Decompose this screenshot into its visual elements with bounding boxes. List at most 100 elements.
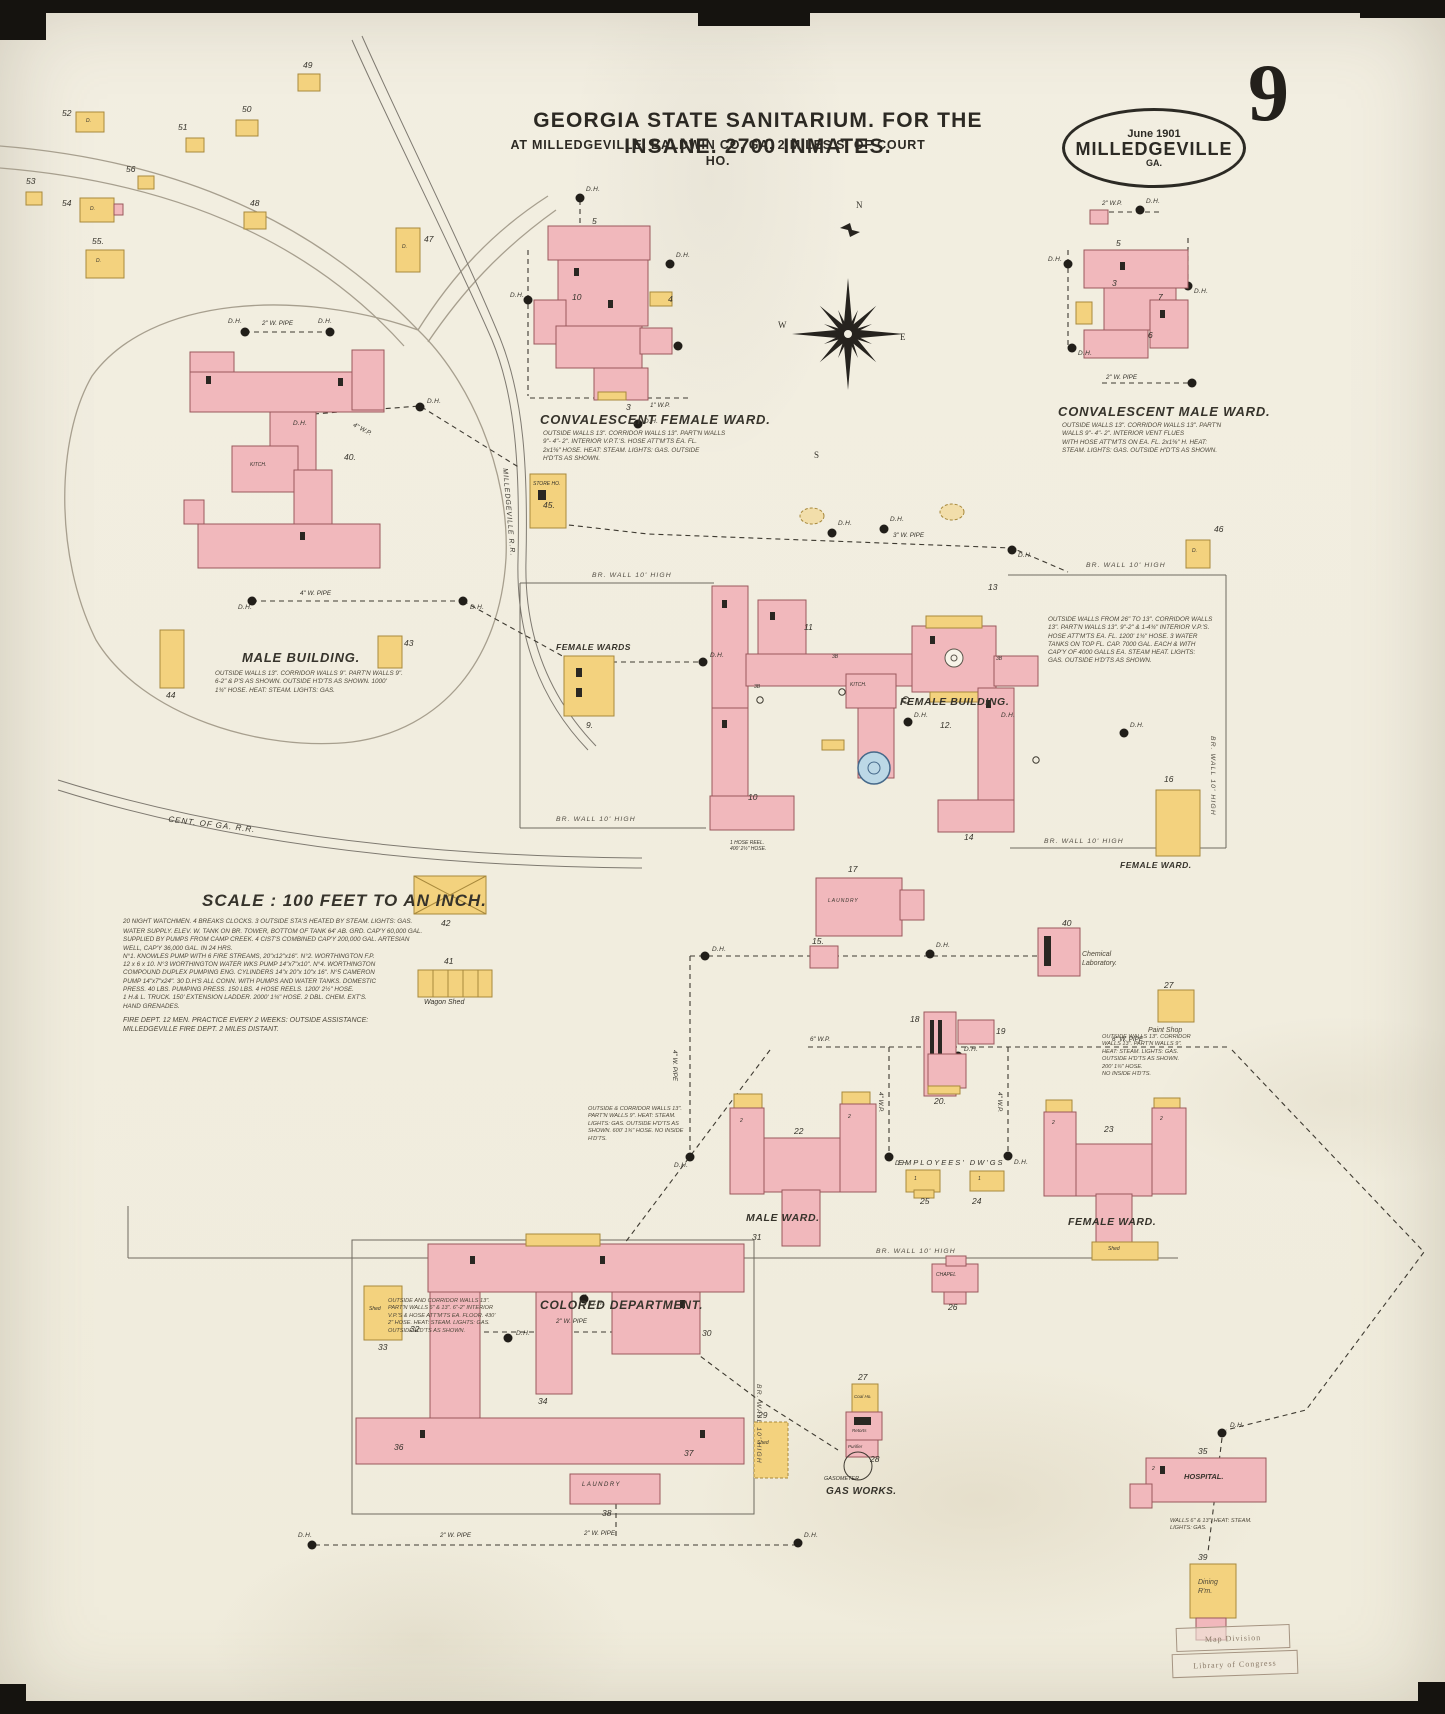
pipe (689, 955, 1048, 1154)
dh-label: D.H. (590, 1300, 605, 1307)
colored-department-notes: OUTSIDE AND CORRIDOR WALLS 13". PART'N W… (388, 1298, 496, 1334)
dh-label: D.H. (238, 604, 253, 611)
building-number: 13 (988, 582, 998, 592)
pipe-label: 4" W. PIPE (300, 590, 332, 597)
pipe-label: 4" W.P. (877, 1092, 884, 1113)
railroads (57, 35, 643, 869)
fb-n-block (757, 599, 807, 659)
dh-label: D.H. (318, 318, 333, 325)
building-number: 29 (758, 1410, 768, 1420)
dh-dot (633, 419, 643, 429)
building-number: 40 (1062, 918, 1072, 928)
fw-shed (1091, 1241, 1159, 1261)
convalescent-female-ward-building (533, 225, 673, 401)
wall-label: BR. WALL 10' HIGH (755, 1384, 762, 1464)
retorts-label: Retorts (852, 1428, 867, 1433)
dining-room-label: Dining R'm. (1198, 1579, 1218, 1596)
loc-stamp-line1: Map Division (1204, 1632, 1262, 1644)
hospital-wing (1129, 1483, 1153, 1509)
building-number: 24 (972, 1196, 982, 1206)
chimney (722, 600, 727, 608)
dwelling-52 (75, 111, 105, 133)
female-ward-south-label: FEMALE WARD. (1068, 1216, 1157, 1228)
stamp-state: GA. (1145, 158, 1162, 169)
edge-top-right (1360, 0, 1445, 18)
dwelling-56 (137, 175, 155, 190)
building-number: 36 (394, 1442, 404, 1452)
road-entry (0, 145, 419, 331)
chimney (930, 636, 935, 644)
dh-dot (1003, 1151, 1013, 1161)
building-number: 30 (702, 1328, 712, 1338)
female-ward-south-building (1043, 1097, 1187, 1261)
mb-stem (293, 469, 333, 527)
dh-dot (1119, 728, 1129, 738)
dh-label: D.H. (895, 1160, 910, 1167)
ward-notes-east: OUTSIDE WALLS 13". CORRIDOR WALLS 13". P… (1102, 1034, 1191, 1077)
mw-center (763, 1137, 841, 1193)
dh-dot (903, 717, 913, 727)
wall-code: 3B (832, 654, 839, 660)
wagon-shed-bays (432, 970, 479, 997)
cd-shed-33 (363, 1285, 403, 1341)
dh-dot (884, 1152, 894, 1162)
building-number: 53 (26, 176, 36, 186)
pipe-label: 2" W. PIPE (584, 1530, 616, 1537)
shed-label: Shed (1108, 1246, 1120, 1252)
dh-label: D.H. (228, 318, 243, 325)
store-house-door (538, 490, 546, 500)
male-building-shape (183, 349, 385, 569)
employees-dwgs-label: EMPLOYEES' DW'GS (898, 1158, 1005, 1167)
stamp-date: June 1901 (1127, 127, 1181, 140)
dh-dot (665, 259, 675, 269)
building-number: 3 (626, 402, 631, 412)
stamp-city: MILLEDGEVILLE (1075, 138, 1233, 159)
hospital-building (1129, 1457, 1267, 1509)
cd-porch (525, 1233, 601, 1247)
dwelling-51 (185, 137, 205, 153)
dh-dot (1007, 545, 1017, 555)
dh-label: D.H. (674, 1162, 689, 1169)
store-house (529, 473, 567, 529)
building-number: 42 (441, 918, 451, 928)
fb-sw-foot (709, 795, 795, 831)
building-number: 38 (602, 1508, 612, 1518)
dh-dot (685, 1152, 695, 1162)
dh-label: D.H. (936, 942, 951, 949)
chemical-laboratory-label: Chemical Laboratory. (1082, 951, 1117, 968)
publisher-stamp: June 1901 MILLEDGEVILLE GA. (1062, 108, 1246, 188)
chimney (574, 268, 579, 276)
building-number: 3 (1112, 278, 1117, 288)
building-number: 23 (1104, 1124, 1114, 1134)
female-building-shape (709, 585, 1039, 833)
building-number: 27 (1164, 980, 1174, 990)
building-number: 31 (752, 1232, 762, 1242)
dwelling-25 (905, 1169, 941, 1193)
coal-house-label: Coal Ho. (854, 1394, 872, 1399)
gasometer-tank (843, 1451, 873, 1481)
road-loop (64, 304, 507, 745)
water-tank-inner (867, 761, 881, 775)
dh-dot (1067, 343, 1077, 353)
building-number: 51 (178, 122, 188, 132)
dome (944, 648, 964, 668)
compass-n: N (856, 200, 863, 210)
building-15 (809, 945, 839, 969)
building-number: 10 (572, 292, 582, 302)
dh-dot (827, 528, 837, 538)
ward-notes-west: OUTSIDE & CORRIDOR WALLS 13". PART'N WAL… (588, 1106, 684, 1142)
dwelling-code: D. (1192, 548, 1197, 554)
cfw-wing (547, 225, 651, 261)
dh-dot (415, 402, 425, 412)
cd-west-wing (429, 1291, 481, 1421)
chapel-building (931, 1255, 979, 1305)
female-wards-label: FEMALE WARDS (556, 642, 631, 652)
building-19 (957, 1019, 995, 1045)
road-spur (417, 195, 549, 331)
building-number: 25 (920, 1196, 930, 1206)
mw-west-block (729, 1107, 765, 1195)
cmw-wing (1083, 329, 1149, 359)
cmw-wing (1089, 209, 1109, 225)
building-number: 4 (668, 294, 673, 304)
